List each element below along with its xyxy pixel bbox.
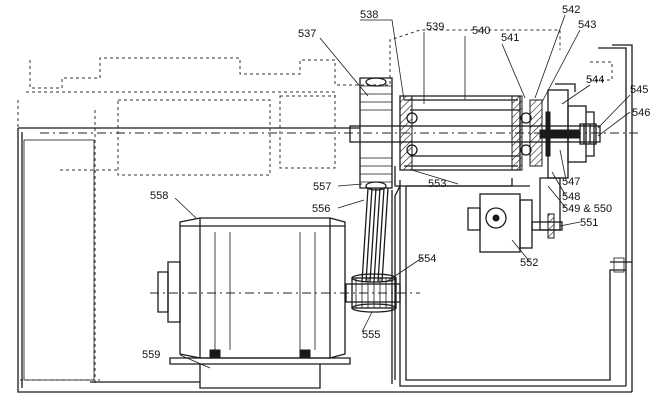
callouts: 537 538 539 540 541 542 543 544 545 546 …: [142, 4, 650, 361]
spindle-housing: [394, 95, 532, 187]
spindle-shaft: [349, 123, 601, 145]
machine-upper-outline: [17, 29, 613, 385]
label-544: 544: [586, 74, 604, 86]
label-552: 552: [520, 257, 538, 269]
label-548: 548: [562, 191, 580, 203]
electric-motor: [157, 217, 346, 359]
label-554: 554: [418, 253, 436, 265]
spindle-pulley: [359, 77, 393, 191]
label-559: 559: [142, 349, 160, 361]
label-546: 546: [632, 107, 650, 119]
belt-guard: [391, 185, 401, 384]
label-545: 545: [630, 84, 648, 96]
label-555: 555: [362, 329, 380, 341]
label-541: 541: [501, 32, 519, 44]
label-538: 538: [360, 9, 378, 21]
v-belts: [361, 187, 389, 283]
label-558: 558: [150, 190, 168, 202]
label-556: 556: [312, 203, 330, 215]
label-542: 542: [562, 4, 580, 16]
label-543: 543: [578, 19, 596, 31]
motor-base: [90, 357, 351, 389]
pump-unit: [467, 193, 563, 253]
label-553: 553: [428, 178, 446, 190]
leader-lines: [174, 14, 631, 369]
label-537: 537: [298, 28, 316, 40]
label-539: 539: [426, 21, 444, 33]
label-549-550: 549 & 550: [562, 203, 612, 215]
label-540: 540: [472, 25, 490, 37]
label-547: 547: [562, 176, 580, 188]
gear-assembly: [529, 83, 595, 231]
label-551: 551: [580, 217, 598, 229]
label-557: 557: [313, 181, 331, 193]
